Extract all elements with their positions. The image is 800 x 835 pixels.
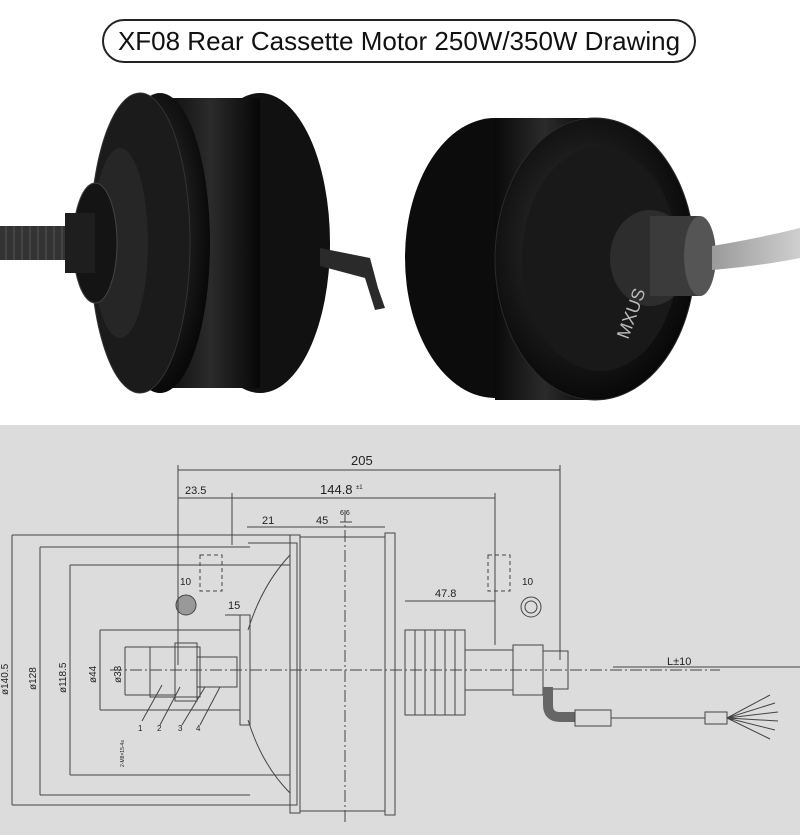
dim-overall-width: 205 [351,453,373,468]
dia-33: ø33 [113,665,124,683]
page-title: XF08 Rear Cassette Motor 250W/350W Drawi… [102,19,696,63]
dia-128: ø128 [28,667,39,690]
dia-118-5: ø118.5 [58,662,69,693]
dim-hub-width: 144.8 [320,482,353,497]
dim-hub-tolerance: ±1 [356,485,363,491]
dia-140-5: ø140.5 [0,663,11,695]
flat-left: 10 [180,577,192,588]
flat-right: 10 [522,577,534,588]
dim-21: 21 [262,515,274,527]
right-motor-image: MXUS [405,117,800,401]
dia-44: ø44 [88,665,99,683]
technical-drawing: 205 23.5 144.8 ±1 21 45 6.6 15 47.8 10 1… [0,425,800,835]
callout-3: 3 [178,724,183,733]
dim-15: 15 [228,600,240,612]
callout-2: 2 [157,724,162,733]
callout-1: 1 [138,724,143,733]
motor-photo: MXUS [0,92,800,401]
dim-left-offset: 23.5 [185,485,206,497]
dim-6-6: 6.6 [340,510,350,517]
cable-length: L±10 [667,656,691,668]
dim-45: 45 [316,515,328,527]
dim-47-8: 47.8 [435,588,456,600]
thread-note: 2-M8×15-4s [120,740,126,767]
callout-4: 4 [196,724,201,733]
left-motor-image [0,92,385,394]
